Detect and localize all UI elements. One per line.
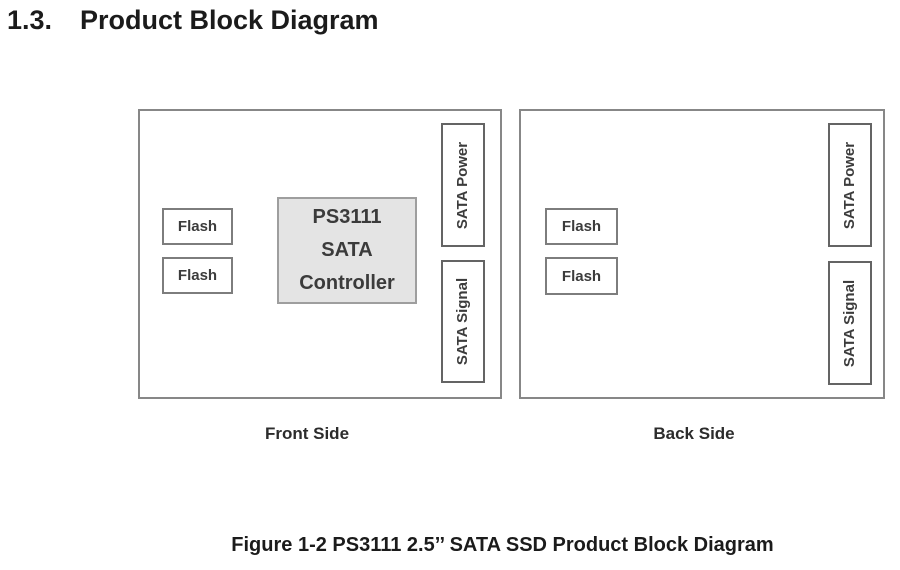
front-sata-power-label: SATA Power bbox=[454, 141, 472, 229]
back-sata-power-label: SATA Power bbox=[841, 141, 859, 229]
section-number: 1.3. bbox=[7, 5, 53, 35]
back-board: Flash Flash SATA Power SATA Signal bbox=[519, 109, 885, 399]
front-side-label: Front Side bbox=[264, 424, 350, 443]
controller-model: PS3111 bbox=[312, 206, 382, 228]
controller-role: Controller bbox=[299, 272, 395, 294]
front-sata-signal-label: SATA Signal bbox=[454, 277, 472, 366]
back-sata-signal-connector: SATA Signal bbox=[828, 261, 872, 385]
back-flash-chip-2: Flash bbox=[545, 257, 618, 295]
front-flash-chip-2: Flash bbox=[162, 257, 233, 294]
front-board: Flash Flash PS3111 SATA Controller SATA … bbox=[138, 109, 502, 399]
section-title: Product Block Diagram bbox=[80, 5, 379, 35]
back-sata-signal-label: SATA Signal bbox=[841, 279, 859, 367]
back-sata-power-connector: SATA Power bbox=[828, 123, 872, 247]
front-sata-signal-connector: SATA Signal bbox=[441, 260, 485, 383]
back-side-label: Back Side bbox=[653, 424, 735, 443]
front-sata-power-connector: SATA Power bbox=[441, 123, 485, 247]
sata-controller-chip: PS3111 SATA Controller bbox=[277, 197, 417, 304]
back-flash-chip-1: Flash bbox=[545, 208, 618, 245]
section-heading: 1.3. Product Block Diagram bbox=[7, 5, 379, 36]
controller-type: SATA bbox=[321, 239, 373, 261]
figure-caption: Figure 1-2 PS3111 2.5’’ SATA SSD Product… bbox=[231, 534, 774, 556]
front-flash-chip-1: Flash bbox=[162, 208, 233, 245]
